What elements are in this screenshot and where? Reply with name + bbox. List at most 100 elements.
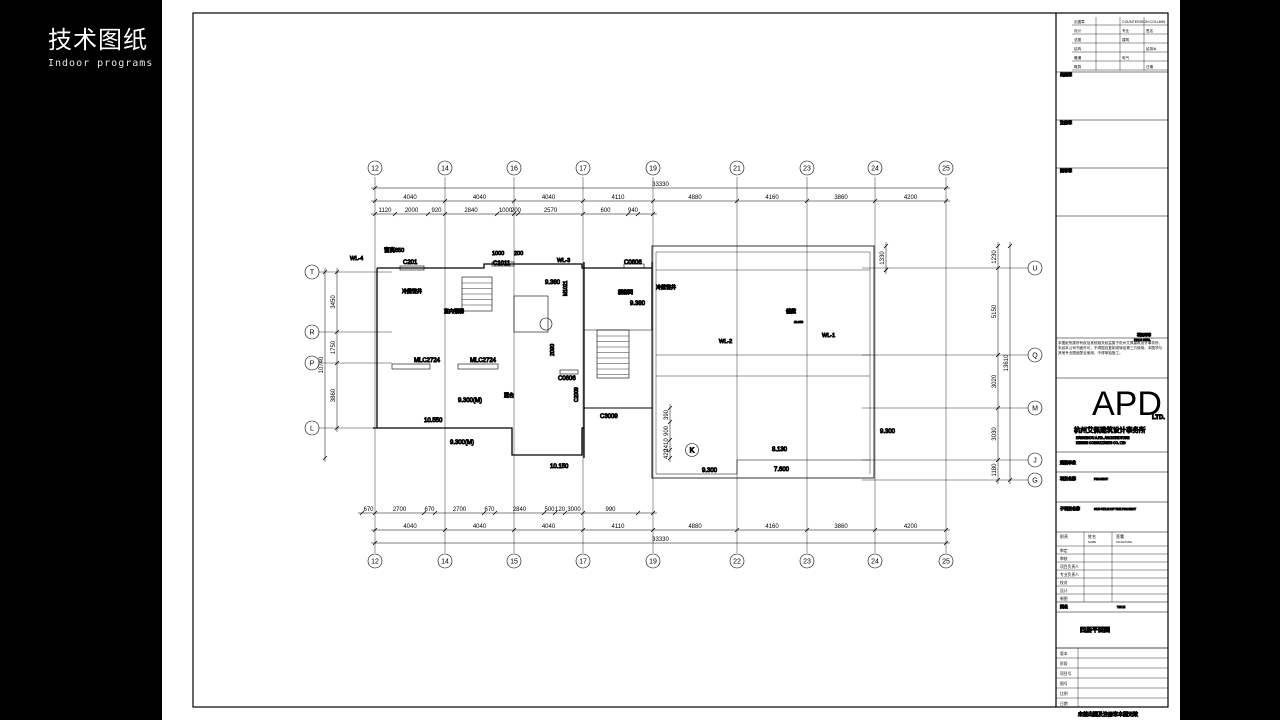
elev-2: 9.380 [630,301,646,307]
elev-6: 10.150 [550,464,569,470]
dim-bottom-1-value: 120 [555,507,566,513]
dim-bottom-1-tick [635,510,641,516]
axis-label-left: L [310,426,314,433]
axis-bubble-top [645,160,661,176]
dim-bottom-2-tick [872,527,878,533]
dim-top-1-tick [872,198,878,204]
dim-top-1-tick [650,198,656,204]
sig-row-label: 校对 [1060,580,1068,585]
dim-bottom-1-tick [650,510,656,516]
dim-bottom-1-tick [541,510,547,516]
sheet-footer-note: 未盖出图及注册章本图无效 [1078,711,1138,718]
dim-bottom-1-value: 670 [424,507,435,513]
label-d200: 200 [514,251,523,257]
dim-right-value: 3020 [992,374,998,388]
label-wl1: WL-1 [822,333,835,339]
dim-inner-value: 390 [664,409,670,420]
label-c0606b: C0606 [558,376,576,382]
axis-bubble-right [1027,452,1043,468]
label-mlc1: MLC2724 [414,358,441,364]
dim-bottom-1-value: 2840 [513,507,527,513]
dim-inner-tick [667,437,673,443]
sig-row-label: 制图 [1060,596,1068,601]
label-wl2: WL-2 [719,339,732,345]
slide-header: 技术图纸 Indoor programs [48,26,153,69]
dim-right-value: 1180 [992,463,998,477]
sig-row-label: 项目负责人 [1060,564,1079,569]
plan-labels: WL-4 WL-3 WL-2 WL-1 C201 C1011 C0606 C06… [350,246,897,475]
company-name-en-1: HANGZHOU A.P.D. ARCHITECTURE [1076,436,1129,440]
axis-lines [319,177,1028,553]
axis-label-bottom: 25 [942,559,950,566]
axis-label-bottom: 17 [579,559,587,566]
axis-label-top: 19 [649,166,657,173]
axis-bubble-bottom [799,553,815,569]
dim-bottom-1-tick [372,510,378,516]
window-mlc-1 [391,363,431,370]
dim-top-2-value: 2840 [464,208,478,214]
dim-total-top-value: 33330 [652,182,669,188]
dim-right-small-tick [883,267,889,273]
sig-row-label: 审核 [1060,556,1068,561]
dim-right-value: 5150 [992,304,998,318]
axis-bubble-right [1027,260,1043,276]
label-m1021: M1021 [563,280,569,296]
dim-top-2-tick [372,211,378,217]
axis-bubble-left [304,264,320,280]
dim-right-small-tick [883,243,889,249]
axis-label-bottom: 19 [649,559,657,566]
subproject-label-en: SUB-TITLE OF THE PROJECT [1094,507,1136,511]
axis-bubble-right [1027,400,1043,416]
sig-head: 职责 [1060,533,1068,539]
seal-label-3: 图审章 [1060,167,1072,173]
countersign-cell: 出图章 [1074,19,1085,24]
axis-bubble-bottom [938,553,954,569]
dim-left-tick [334,269,340,275]
dim-total-bottom-value: 33330 [652,537,669,543]
info-row-label: 版本 [1060,651,1068,656]
dim-left-value: 3860 [331,388,337,402]
label-mlc2: MLC2724 [470,358,497,364]
dim-top-1-tick [580,198,586,204]
dim-bottom-1-value: 3000 [567,507,581,513]
project-seal-label: 项目印章 [1137,332,1152,337]
copyright-note: 本图纸所属所有权及其他相关权益属于杭州艾佩建筑设计事务所，未经本公司书面许可，不… [1058,341,1162,355]
dim-top-1-value: 4160 [765,195,779,201]
dim-top-1-tick [804,198,810,204]
axis-bubble-bottom [367,553,383,569]
axis-label-top: 17 [579,166,587,173]
dim-bottom-1-tick [580,510,586,516]
dim-top-2-value: 2570 [544,208,558,214]
slide-subtitle: Indoor programs [48,58,154,69]
dim-top-2-value: 200 [511,208,522,214]
dim-inner-value: 2410 [664,438,670,452]
label-c1011: C1011 [493,261,511,267]
dim-bottom-1-value: 990 [605,507,616,513]
elev-8: 8.130 [772,447,788,453]
dim-bottom-2-value: 4110 [612,524,626,530]
axis-bubble-k [685,443,699,457]
dim-bottom-2-value: 3860 [834,524,848,530]
dim-right-tick [995,405,1001,411]
countersign-cell: 电气 [1122,55,1130,60]
axis-label-bottom: 15 [510,559,518,566]
dim-left-tick [334,360,340,366]
drawing-title-label: 图名 [1060,603,1068,609]
dim-top-2-tick [392,211,398,217]
project-seal-label-en: PROJ SEAL [1134,338,1151,342]
dim-top-1-tick [734,198,740,204]
info-row-label: 图号 [1060,681,1068,686]
company-logo-suffix: LTD. [1152,415,1165,421]
label-c0606a: C0606 [624,260,642,266]
subproject-label: 子项目名称 [1060,505,1080,511]
dim-top-2-tick [515,211,521,217]
axis-label-bottom: 14 [441,559,449,566]
dim-top-2-tick [625,211,631,217]
stair [596,329,630,379]
dim-bottom-2-value: 4040 [542,524,556,530]
window-c0606 [623,263,645,269]
axis-label-right: M [1032,406,1038,413]
dim-top-1-value: 3860 [834,195,848,201]
axis-bubble-left [304,324,320,340]
